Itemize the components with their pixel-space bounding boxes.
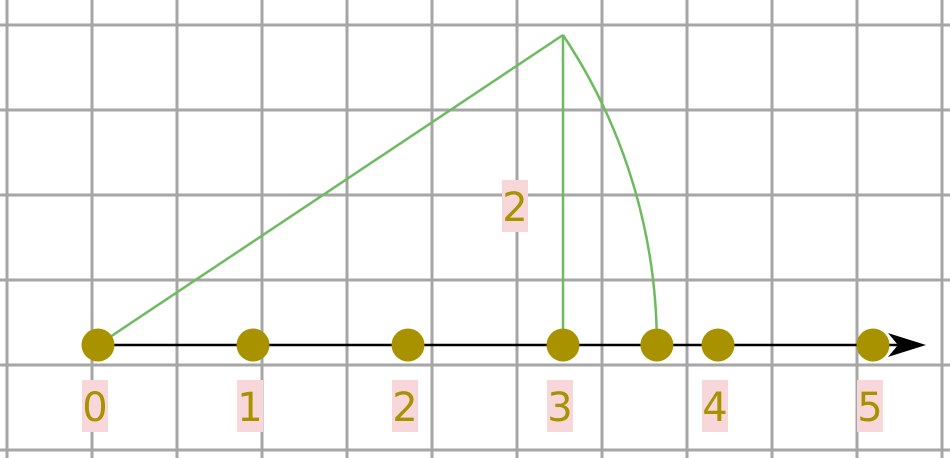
point xyxy=(640,328,674,362)
tick-label: 4 xyxy=(702,380,728,432)
label-background xyxy=(82,380,108,432)
label-text: 4 xyxy=(702,385,727,431)
label-background xyxy=(702,380,728,432)
hypotenuse-line xyxy=(97,33,564,347)
tick-label: 5 xyxy=(857,380,883,432)
axis-arrowhead-icon xyxy=(888,333,926,357)
labels: 0 1 2 3 4 5 2 xyxy=(82,180,883,432)
point xyxy=(856,328,890,362)
point xyxy=(701,328,735,362)
label-text: 3 xyxy=(547,385,572,431)
point xyxy=(391,328,425,362)
point xyxy=(546,328,580,362)
label-text: 5 xyxy=(857,385,882,431)
construction-lines xyxy=(97,33,659,347)
point xyxy=(81,328,115,362)
label-background xyxy=(502,180,528,232)
label-text: 1 xyxy=(237,385,262,431)
label-background xyxy=(857,380,883,432)
height-label: 2 xyxy=(502,180,528,232)
label-text: 0 xyxy=(82,385,107,431)
point xyxy=(236,328,270,362)
label-background xyxy=(392,380,418,432)
compass-arc xyxy=(561,34,659,346)
tick-label: 2 xyxy=(392,380,418,432)
label-background xyxy=(547,380,573,432)
number-line-axis xyxy=(98,333,926,357)
label-background xyxy=(237,380,263,432)
label-text: 2 xyxy=(392,385,417,431)
label-text: 2 xyxy=(502,185,527,231)
points xyxy=(81,328,890,362)
tick-label: 0 xyxy=(82,380,108,432)
tick-label: 3 xyxy=(547,380,573,432)
tick-label: 1 xyxy=(237,380,263,432)
